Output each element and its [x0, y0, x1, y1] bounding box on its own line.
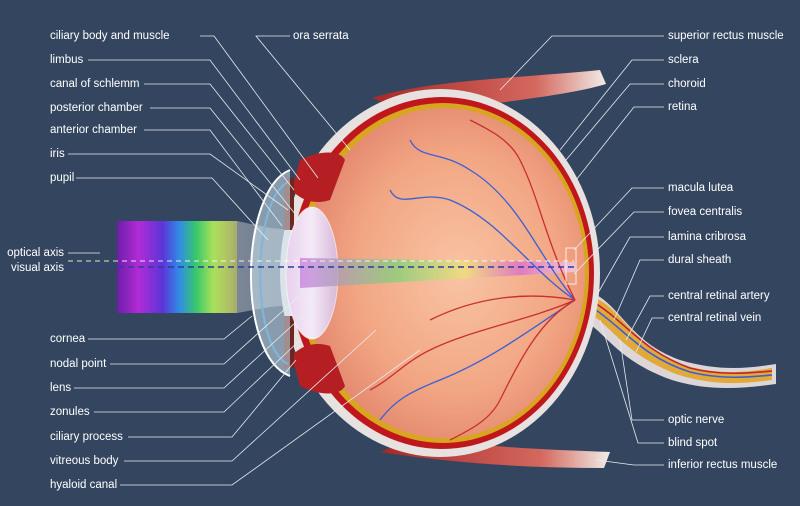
label-lamina-cribrosa: lamina cribrosa	[668, 231, 746, 243]
label-superior-rectus-muscle: superior rectus muscle	[668, 30, 784, 42]
cornea	[250, 169, 291, 377]
label-cornea: cornea	[50, 333, 86, 345]
label-optical-axis: optical axis	[7, 247, 64, 259]
label-inferior-rectus-muscle: inferior rectus muscle	[668, 459, 778, 471]
cornea-inner	[259, 181, 289, 365]
label-pupil: pupil	[50, 172, 75, 184]
optic-nerve-core	[586, 296, 772, 384]
label-optic-nerve: optic nerve	[668, 414, 725, 426]
label-ciliary-process: ciliary process	[50, 431, 123, 443]
leader-lines	[68, 35, 664, 486]
label-ora-serrata: ora serrata	[293, 30, 349, 42]
label-central-retinal-artery: central retinal artery	[668, 290, 770, 302]
central-retinal-artery	[589, 299, 773, 375]
label-ciliary-body-and-muscle: ciliary body and muscle	[50, 30, 170, 42]
label-dural-sheath: dural sheath	[668, 254, 732, 266]
ciliary-body-lower	[292, 344, 345, 394]
label-visual-axis: visual axis	[10, 262, 64, 274]
label-vitreous-body: vitreous body	[50, 455, 119, 467]
label-limbus: limbus	[50, 54, 84, 66]
label-lens: lens	[50, 382, 72, 394]
central-retinal-vein	[589, 305, 773, 379]
ciliary-body	[292, 152, 345, 202]
label-choroid: choroid	[668, 78, 706, 90]
label-posterior-chamber: posterior chamber	[50, 102, 143, 114]
spectrum-beam	[117, 221, 237, 313]
label-iris: iris	[50, 148, 65, 160]
label-zonules: zonules	[50, 406, 90, 418]
macula-marker	[565, 247, 577, 285]
label-retina: retina	[668, 101, 697, 113]
label-blind-spot: blind spot	[668, 437, 718, 449]
label-hyaloid-canal: hyaloid canal	[50, 479, 118, 491]
focused-ray	[300, 258, 575, 288]
label-nodal-point: nodal point	[50, 358, 107, 370]
label-macula-lutea: macula lutea	[668, 182, 734, 194]
label-anterior-chamber: anterior chamber	[50, 124, 137, 136]
label-fovea-centralis: fovea centralis	[668, 206, 743, 218]
label-central-retinal-vein: central retinal vein	[668, 312, 762, 324]
label-sclera: sclera	[668, 54, 699, 66]
label-canal-of-schlemm: canal of schlemm	[50, 78, 140, 90]
